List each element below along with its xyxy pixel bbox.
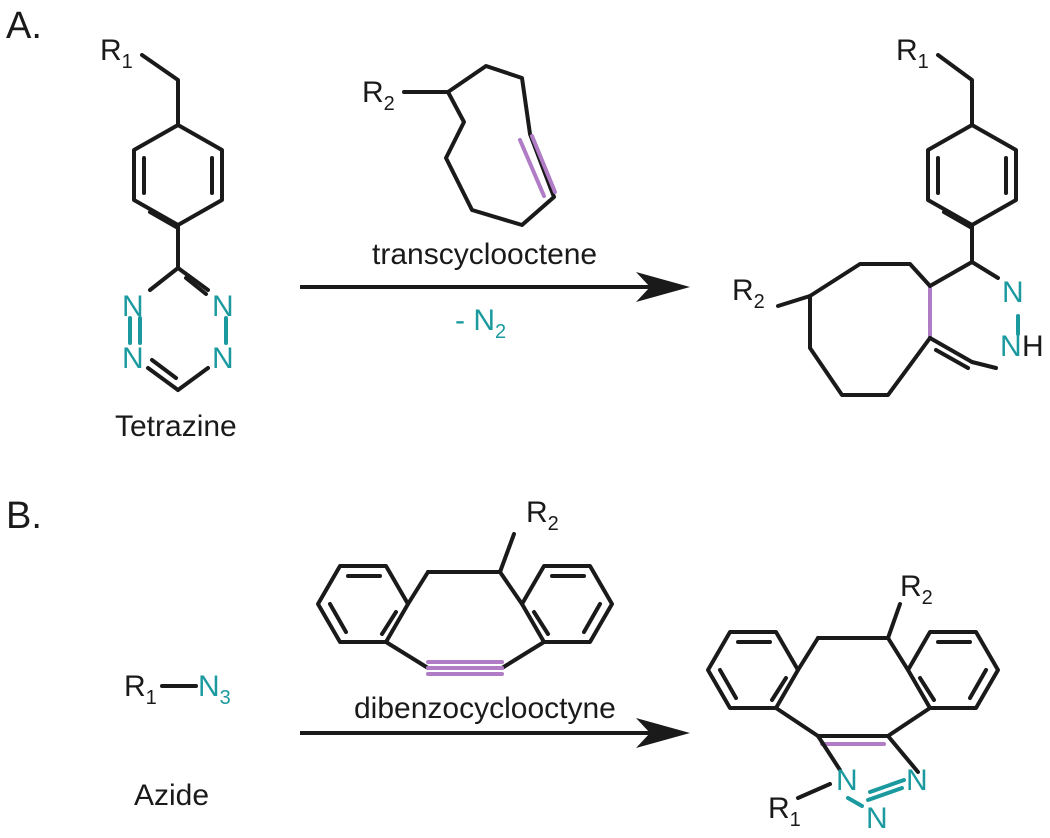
triazole-n1-atom: N [836,764,858,797]
tetrazine-n-atom: N [122,342,144,375]
tetrazine-molecule: R1 N N N N [100,34,234,392]
transcyclooctene-molecule: R2 [362,64,557,227]
triazole-n2-atom: N [866,802,888,835]
tetrazine-n-atom: N [212,342,234,375]
tetrazine-n-atom: N [122,290,144,323]
product-a-r2-label: R2 [732,274,765,313]
azide-n3-label: N3 [198,670,231,709]
tetrazine-caption: Tetrazine [115,410,237,443]
azide-molecule: R1 N3 [124,670,231,709]
panel-b-label: B. [6,495,42,537]
dibenzocyclooctyne-molecule: R2 [316,496,614,676]
tetrazine-product-molecule: R1 N N H R2 [732,34,1044,397]
tetrazine-n-atom: N [212,290,234,323]
tco-caption: transcyclooctene [372,238,597,271]
product-a-r1-label: R1 [896,34,929,73]
triazole-product-molecule: R2 N N N R1 [706,570,1000,835]
reaction-arrow-a [300,272,690,302]
product-b-r1-label: R1 [768,792,801,831]
product-a-h-atom: H [1022,330,1044,363]
azide-caption: Azide [134,779,209,812]
azide-r1-label: R1 [124,670,157,709]
reaction-arrow-b [300,718,690,748]
panel-a-label: A. [6,5,42,47]
product-b-r2-label: R2 [900,570,933,609]
n2-byproduct: - N2 [455,304,506,343]
product-a-nh-atom: N [1000,330,1022,363]
tco-r2-label: R2 [362,76,395,115]
triazole-n3-atom: N [906,764,928,797]
dbco-r2-label: R2 [526,496,559,535]
dbco-caption: dibenzocyclooctyne [354,692,616,725]
product-a-n-atom: N [1002,276,1024,309]
tetrazine-r1-label: R1 [100,34,133,73]
